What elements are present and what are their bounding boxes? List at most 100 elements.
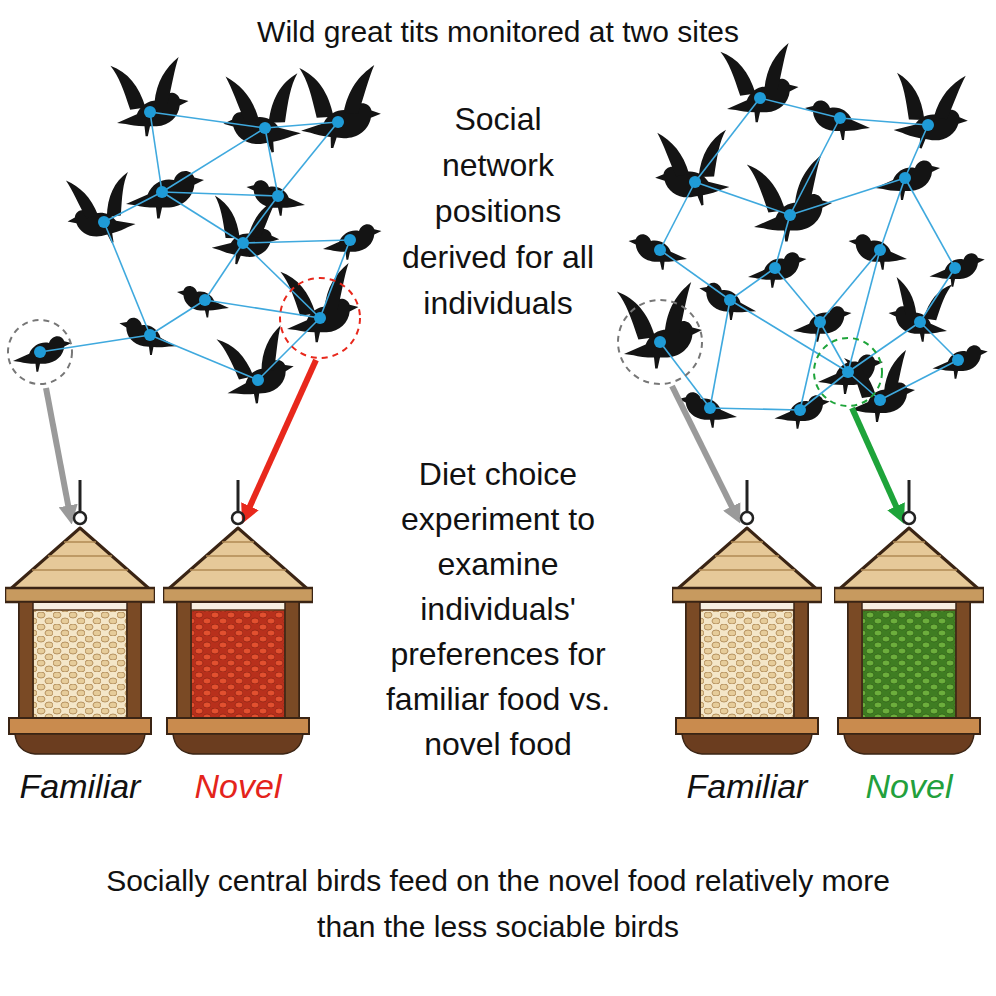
network-tie — [920, 268, 955, 322]
network-tie — [162, 192, 278, 196]
feeder-node: Familiar — [5, 480, 155, 810]
network-dot — [314, 312, 326, 324]
dashed-circle — [280, 278, 360, 358]
feeder-food — [33, 610, 127, 718]
dashed-circle — [8, 320, 72, 384]
feeder-body — [848, 602, 970, 720]
feeder-food — [700, 610, 794, 718]
description-box: Diet choice experiment to examine indivi… — [357, 452, 639, 767]
choice-arrow — [852, 408, 900, 515]
bird-silhouette — [216, 324, 297, 406]
bird-silhouette — [323, 224, 382, 259]
feeder-illustration — [5, 480, 155, 760]
feeder-node: Familiar — [672, 480, 822, 810]
network-tie — [730, 300, 848, 372]
feeder-food — [862, 610, 956, 718]
roof-band — [163, 588, 313, 602]
feeder-base — [844, 734, 974, 754]
feeder-roof — [165, 528, 311, 592]
network-right — [617, 43, 988, 429]
network-dot — [332, 116, 344, 128]
network-tie — [905, 125, 928, 178]
network-tie — [760, 98, 840, 118]
roof-band — [834, 588, 984, 602]
network-dot — [914, 316, 926, 328]
feeder-post — [686, 602, 700, 720]
network-dot — [794, 404, 806, 416]
bird-silhouette — [849, 234, 908, 269]
network-tie — [150, 112, 162, 192]
feeder-label: Novel — [163, 766, 313, 806]
network-tie — [243, 196, 278, 243]
feeder-base — [15, 734, 145, 754]
bird-silhouette — [13, 336, 72, 371]
network-dot — [689, 176, 701, 188]
network-dot — [144, 106, 156, 118]
network-tie — [695, 182, 790, 215]
feeder-illustration — [163, 480, 313, 760]
feeder-node: Novel — [163, 480, 313, 810]
network-tie — [150, 300, 205, 335]
bird-silhouette — [933, 345, 988, 379]
network-dot — [259, 122, 271, 134]
network-dot — [814, 316, 826, 328]
network-dot — [952, 354, 964, 366]
feeder-post — [956, 602, 970, 720]
roof-shingle — [64, 541, 96, 543]
feeder-base — [682, 734, 812, 754]
network-dot — [156, 186, 168, 198]
feeder-label: Familiar — [5, 766, 155, 806]
network-tie — [775, 215, 790, 268]
network-dot — [949, 262, 961, 274]
choice-arrow — [672, 386, 736, 515]
feeder-tray — [167, 718, 309, 734]
feeder-illustration — [834, 480, 984, 760]
network-tie — [880, 178, 905, 250]
roof-shingle — [861, 569, 957, 571]
network-dot — [704, 402, 716, 414]
network-dot — [344, 234, 356, 246]
feeder-body — [19, 602, 141, 720]
network-tie — [205, 243, 243, 300]
feeder-ring — [74, 512, 86, 524]
network-tie — [265, 128, 278, 196]
bird-silhouette — [648, 121, 739, 213]
feeder-body — [177, 602, 299, 720]
feeder-hook — [908, 480, 911, 511]
network-tie — [710, 408, 800, 410]
network-tie — [150, 112, 265, 128]
network-tie — [800, 322, 820, 410]
network-dot — [252, 374, 264, 386]
roof-shingle — [715, 555, 779, 557]
bird-silhouette — [629, 234, 688, 269]
feeder-post — [177, 602, 191, 720]
roof-shingle — [222, 541, 254, 543]
feeder-ring — [232, 512, 244, 524]
network-tie — [905, 178, 955, 268]
network-dot — [654, 244, 666, 256]
network-dot — [834, 112, 846, 124]
bird-silhouette — [747, 155, 832, 241]
network-tie — [660, 182, 695, 250]
bird-silhouette — [215, 64, 310, 160]
bird-silhouette — [930, 253, 985, 287]
feeder-ring — [741, 512, 753, 524]
dashed-circle — [814, 338, 882, 406]
network-tie — [243, 240, 350, 243]
network-dot — [724, 294, 736, 306]
network-dot — [769, 262, 781, 274]
network-tie — [695, 98, 760, 182]
feeder-hook — [237, 480, 240, 511]
feeder-illustration — [672, 480, 822, 760]
network-tie — [848, 372, 880, 400]
network-dot — [34, 346, 46, 358]
feeder-tray — [9, 718, 151, 734]
network-left — [13, 57, 385, 406]
network-dot — [922, 119, 934, 131]
feeder-post — [848, 602, 862, 720]
feeder-base — [173, 734, 303, 754]
roof-shingle — [877, 555, 941, 557]
feeder-body — [686, 602, 808, 720]
network-tie — [162, 128, 265, 192]
